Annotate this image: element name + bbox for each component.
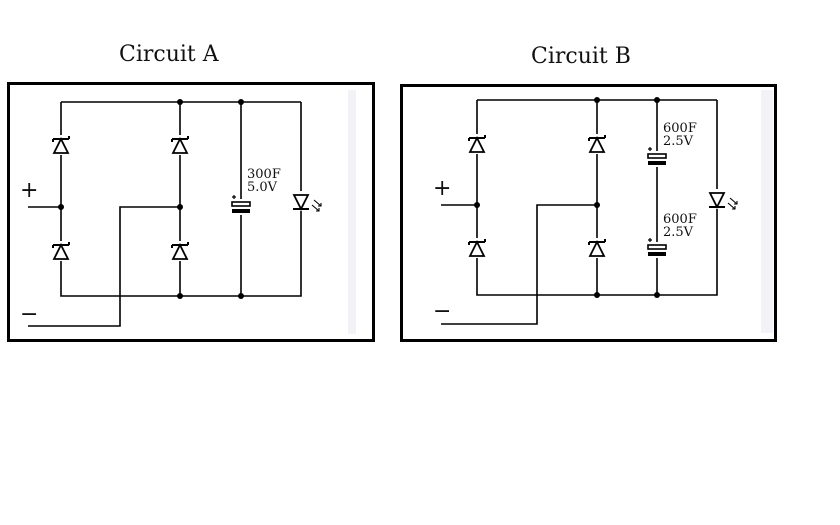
plus-terminal-label: + xyxy=(433,176,451,201)
junction-dot xyxy=(594,97,600,103)
zener-diode xyxy=(52,135,70,155)
circuit-b-schematic: 600F 2.5V 600F 2.5V + − xyxy=(406,90,773,333)
junction-dot xyxy=(177,293,183,299)
capacitor-bottom-capacitance-label: 600F xyxy=(663,212,697,227)
junction-dot xyxy=(654,292,660,298)
junction-dot xyxy=(594,202,600,208)
junction-dot xyxy=(594,292,600,298)
zener-diode xyxy=(468,134,486,154)
junction-dot xyxy=(58,204,64,210)
zener-diode xyxy=(171,135,189,155)
circuit-a-schematic: 300F 5.0V + − xyxy=(13,90,356,334)
minus-terminal-label: − xyxy=(433,299,451,324)
junction-dot xyxy=(238,99,244,105)
capacitor-icon xyxy=(646,238,668,258)
minus-terminal-label: − xyxy=(20,302,38,327)
zener-diode xyxy=(52,241,70,261)
panel-inner xyxy=(406,90,761,333)
junction-dot xyxy=(177,204,183,210)
circuit-b-panel: 600F 2.5V 600F 2.5V + − xyxy=(400,84,777,342)
circuit-a-title: Circuit A xyxy=(119,42,219,67)
led-icon xyxy=(292,191,322,212)
circuit-a-panel: 300F 5.0V + − xyxy=(7,82,375,342)
circuit-b-title: Circuit B xyxy=(531,44,631,69)
capacitor-voltage-label: 5.0V xyxy=(247,180,278,195)
capacitor-bottom-voltage-label: 2.5V xyxy=(663,225,694,240)
zener-diode xyxy=(588,238,606,258)
capacitor-icon xyxy=(646,147,668,167)
led-icon xyxy=(708,189,738,210)
zener-diode xyxy=(468,238,486,258)
capacitor-icon xyxy=(230,195,252,215)
zener-diode xyxy=(171,241,189,261)
junction-dot xyxy=(238,293,244,299)
capacitor-capacitance-label: 300F xyxy=(247,167,281,182)
minus-input-wire xyxy=(28,206,180,327)
plus-terminal-label: + xyxy=(20,178,38,203)
junction-dot xyxy=(474,202,480,208)
junction-dot xyxy=(654,97,660,103)
minus-input-wire xyxy=(441,204,597,325)
capacitor-top-capacitance-label: 600F xyxy=(663,121,697,136)
capacitor-top-voltage-label: 2.5V xyxy=(663,134,694,149)
zener-diode xyxy=(588,134,606,154)
junction-dot xyxy=(177,99,183,105)
